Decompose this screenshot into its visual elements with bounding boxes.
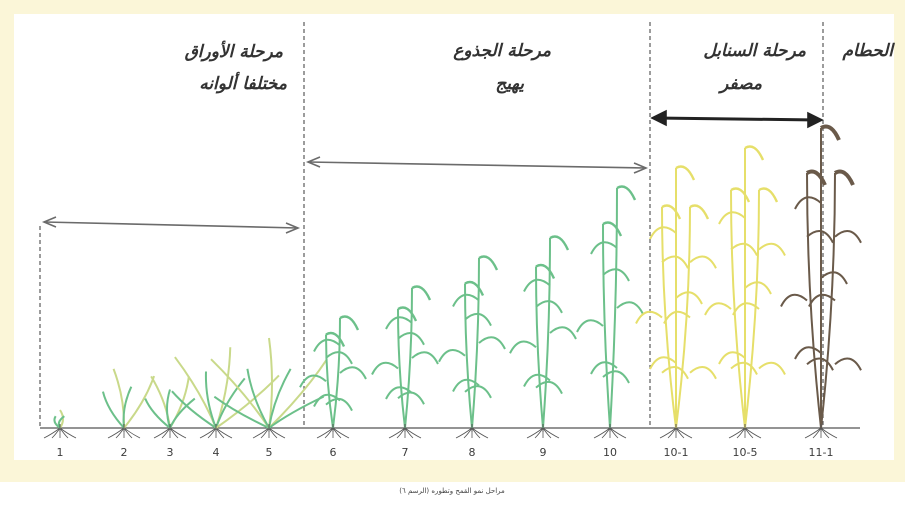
plant-stage-13 [780,124,862,439]
stem-stage-title: مرحلة الجذوع [453,41,552,61]
stage-label-11: 10-1 [664,446,689,459]
ear-stage-title: مرحلة السنابل [703,41,807,61]
straw-stage-title: الحطام [841,41,895,61]
plant-stage-3 [144,375,196,439]
stage-label-10: 10 [603,446,617,459]
stage-label-1: 1 [57,446,64,459]
stage-label-12: 10-5 [733,446,758,459]
figure-panel [14,14,894,460]
stage-label-6: 6 [330,446,337,459]
stage-label-2: 2 [121,446,128,459]
ear-stage-subtitle: مصفر [717,74,763,94]
stage-label-4: 4 [213,446,220,459]
leaf-stage-arrow [41,216,301,234]
plant-illustrations [43,124,862,439]
plant-stage-12 [704,145,786,439]
ear-stage-arrow [650,109,824,129]
plant-stage-10 [576,185,644,439]
plant-stage-5 [210,337,328,439]
stage-label-5: 5 [266,446,273,459]
stage-label-8: 8 [469,446,476,459]
stage-label-13: 11-1 [809,446,834,459]
leaf-stage-subtitle: مختلفا ألوانه [199,71,288,94]
stage-label-7: 7 [402,446,409,459]
plant-stage-9 [509,235,577,439]
plant-stage-7 [371,285,439,439]
plant-stage-8 [438,255,506,439]
figure-caption: (الرسم ٦) مراحل نمو القمح وتطوره [399,487,505,495]
stem-stage-subtitle: يهيج [495,74,524,94]
stage-label-9: 9 [540,446,547,459]
growth-stage-labels: 1 2 3 4 5 6 7 8 9 10 10-1 10-5 11-1 [57,424,834,459]
stage-label-3: 3 [167,446,174,459]
leaf-stage-title: مرحلة الأوراق [185,40,284,62]
plant-stage-11 [635,165,717,439]
plant-stage-6 [299,315,367,439]
stem-stage-arrow [305,156,649,174]
